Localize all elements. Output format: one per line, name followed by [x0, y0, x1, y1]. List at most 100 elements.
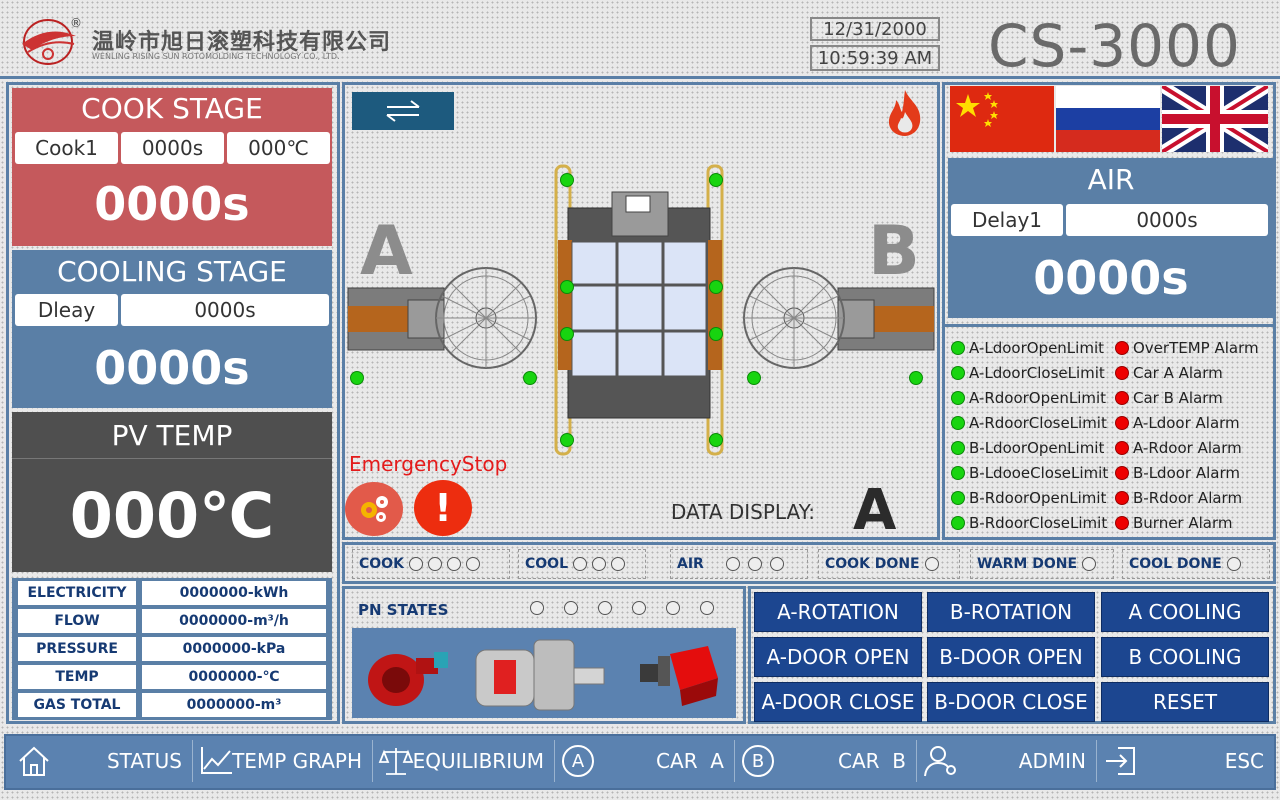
nav-status-label: STATUS	[106, 749, 182, 773]
language-russian-button[interactable]	[1056, 86, 1160, 152]
registered-mark: ®	[70, 16, 82, 30]
signal-indicator	[408, 557, 423, 571]
nav-separator	[192, 740, 193, 782]
cook-countdown: 0000s	[94, 177, 250, 231]
sensor-indicator	[560, 173, 574, 187]
limit-item: A-LdoorCloseLimit	[951, 360, 1113, 385]
meter-value: 0000000-m³	[142, 693, 326, 717]
exclamation-icon: !	[434, 486, 452, 530]
limit-label: A-RdoorOpenLimit	[969, 388, 1107, 407]
nav-separator	[734, 740, 735, 782]
a-door-close-button[interactable]: A-DOOR CLOSE	[754, 682, 922, 722]
cook-time-field[interactable]: 0000s	[121, 132, 224, 164]
alarm-item: OverTEMP Alarm	[1115, 335, 1267, 360]
pn-state-indicator	[564, 601, 578, 615]
language-chinese-button[interactable]	[950, 86, 1054, 152]
limit-item: A-RdoorOpenLimit	[951, 385, 1113, 410]
signal-indicator	[446, 557, 461, 571]
b-rotation-button[interactable]: B-ROTATION	[927, 592, 1095, 632]
a-door-open-button[interactable]: A-DOOR OPEN	[754, 637, 922, 677]
signal-indicator	[1226, 557, 1241, 571]
alarm-indicator	[1115, 365, 1129, 380]
pv-temp-value: 000℃	[69, 478, 275, 552]
signal-cool-done: COOL DONE	[1122, 549, 1270, 579]
signal-indicator	[725, 557, 740, 571]
cook-temp-field[interactable]: 000℃	[227, 132, 330, 164]
nav-esc[interactable]: ESC	[1098, 738, 1272, 784]
header: ® 温岭市旭日滚塑科技有限公司 WENLING RISING SUN ROTOM…	[0, 0, 1280, 80]
b-door-close-button[interactable]: B-DOOR CLOSE	[927, 682, 1095, 722]
alarm-indicator	[1115, 390, 1129, 405]
emergency-stop-label: EmergencyStop	[349, 452, 508, 476]
cook-stage-panel: COOK STAGE Cook1 0000s 000℃ 0000s	[12, 88, 332, 246]
alarm-label: Car B Alarm	[1133, 388, 1223, 407]
b-door-open-button[interactable]: B-DOOR OPEN	[927, 637, 1095, 677]
signal-warm-done-label: WARM DONE	[977, 556, 1078, 572]
air-time-field[interactable]: 0000s	[1066, 204, 1268, 236]
cook-step-field[interactable]: Cook1	[15, 132, 118, 164]
limit-label: A-LdoorOpenLimit	[969, 338, 1104, 357]
nav-admin[interactable]: ADMIN	[918, 738, 1094, 784]
meter-label: ELECTRICITY	[18, 581, 136, 605]
emergency-stop-button[interactable]: !	[414, 480, 472, 536]
meter-label: FLOW	[18, 609, 136, 633]
language-english-button[interactable]	[1158, 80, 1272, 158]
data-display-label: DATA DISPLAY:	[671, 500, 815, 524]
pn-state-indicator	[632, 601, 646, 615]
signal-strip-frame	[342, 542, 1276, 584]
meter-value: 0000000-kWh	[142, 581, 326, 605]
status-indicator	[951, 490, 965, 505]
b-cooling-button[interactable]: B COOLING	[1101, 637, 1269, 677]
alarm-label: Car A Alarm	[1133, 363, 1223, 382]
limit-label: A-RdoorCloseLimit	[969, 413, 1107, 432]
meter-row-pressure: PRESSURE 0000000-kPa	[12, 637, 332, 665]
company-name-en: WENLING RISING SUN ROTOMOLDING TECHNOLOG…	[92, 52, 340, 61]
limit-item: A-LdoorOpenLimit	[951, 335, 1113, 360]
nav-separator	[916, 740, 917, 782]
cooling-time-field[interactable]: 0000s	[121, 294, 329, 326]
uk-flag-icon	[1158, 80, 1272, 158]
alarm-item: B-Rdoor Alarm	[1115, 485, 1267, 510]
meter-label: TEMP	[18, 665, 136, 689]
alarm-item: B-Ldoor Alarm	[1115, 460, 1267, 485]
nav-car-b[interactable]: B CAR B	[736, 738, 914, 784]
pn-states-frame	[342, 586, 746, 724]
alarm-item: A-Rdoor Alarm	[1115, 435, 1267, 460]
limit-switch-list: A-LdoorOpenLimit A-LdoorCloseLimit A-Rdo…	[951, 335, 1113, 535]
circle-a-icon: A	[562, 745, 594, 777]
meter-value: 0000000-℃	[142, 665, 326, 689]
signal-indicator	[611, 557, 625, 571]
cook-stage-title: COOK STAGE	[81, 91, 263, 125]
status-indicator	[951, 415, 965, 430]
alarm-indicator	[1115, 415, 1129, 430]
reset-button[interactable]: RESET	[1101, 682, 1269, 722]
status-indicator	[951, 465, 965, 480]
nav-status[interactable]: STATUS	[10, 738, 190, 784]
swap-arrows-icon	[386, 100, 420, 122]
alarm-item: Car B Alarm	[1115, 385, 1267, 410]
data-display-value: A	[853, 478, 897, 543]
alarm-item: Car A Alarm	[1115, 360, 1267, 385]
nav-temp-graph[interactable]: TEMP GRAPH	[194, 738, 370, 784]
sensor-indicator	[709, 173, 723, 187]
cooling-stage-title: COOLING STAGE	[57, 254, 287, 288]
alarm-indicator	[1115, 515, 1129, 530]
signal-indicator	[427, 557, 442, 571]
signal-air-label: AIR	[677, 556, 704, 572]
swap-button[interactable]	[352, 92, 454, 130]
pn-state-indicator	[598, 601, 612, 615]
settings-gears-button[interactable]	[345, 482, 403, 536]
rotomolding-machine-diagram	[347, 164, 935, 456]
gear-motor-icon	[475, 639, 605, 711]
a-rotation-button[interactable]: A-ROTATION	[754, 592, 922, 632]
user-key-icon	[924, 746, 956, 777]
right-column-divider	[944, 324, 1276, 327]
alarm-label: B-Ldoor Alarm	[1133, 463, 1241, 482]
a-cooling-button[interactable]: A COOLING	[1101, 592, 1269, 632]
nav-equilibrium[interactable]: EQUILIBRIUM	[374, 738, 552, 784]
limit-label: B-LdooeCloseLimit	[969, 463, 1109, 482]
signal-cook-done: COOK DONE	[818, 549, 960, 579]
model-title: CS-3000	[988, 12, 1241, 80]
nav-car-a[interactable]: A CAR A	[556, 738, 732, 784]
nav-equilibrium-label: EQUILIBRIUM	[412, 749, 544, 773]
